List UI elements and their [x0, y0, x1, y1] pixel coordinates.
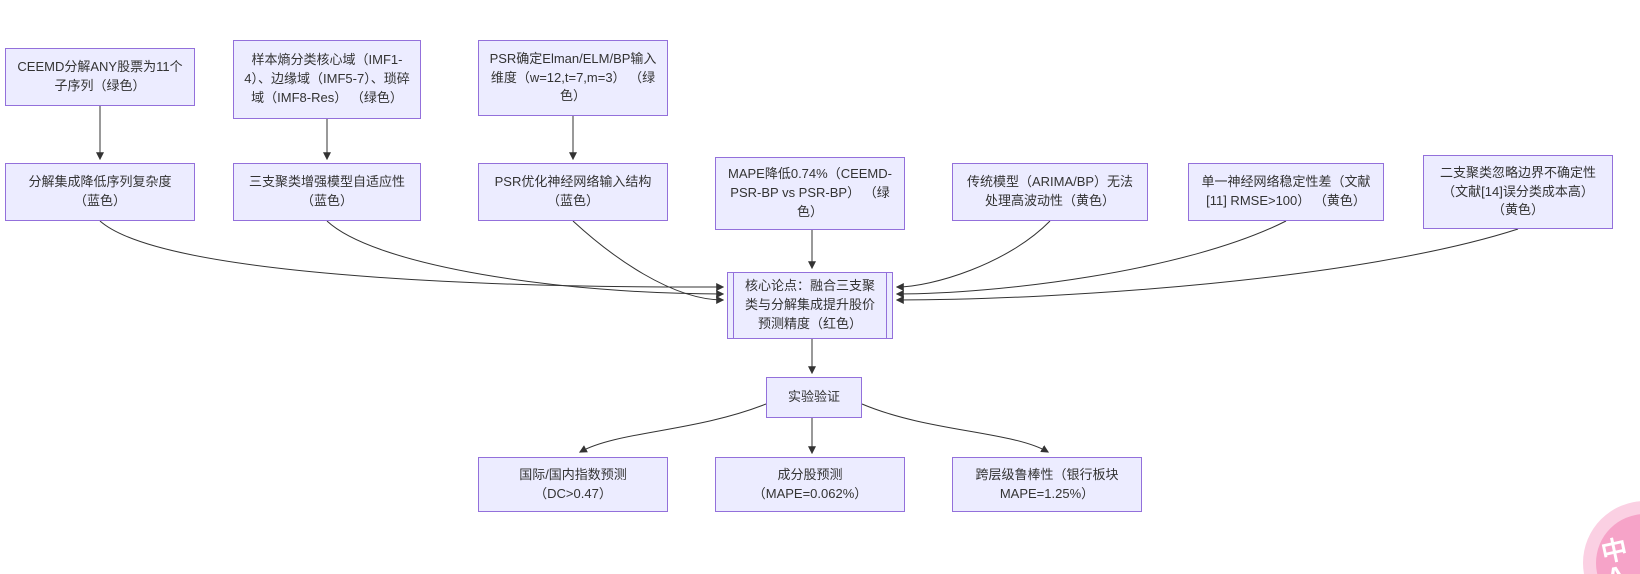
node-label: 国际/国内指数预测（DC>0.47） [519, 466, 627, 501]
node-label: MAPE降低0.74%（CEEMD-PSR-BP vs PSR-BP） （绿色） [728, 166, 892, 219]
edge-experiment-robust [861, 403, 1050, 453]
node-label: 跨层级鲁棒性（银行板块MAPE=1.25%） [975, 466, 1119, 501]
node-label: 分解集成降低序列复杂度（蓝色） [28, 174, 172, 208]
node-three-way-clustering: 三支聚类增强模型自适应性（蓝色） [233, 163, 421, 221]
node-label: CEEMD分解ANY股票为11个子序列（绿色） [17, 59, 183, 93]
node-label: 实验验证 [787, 389, 840, 405]
node-traditional-model: 传统模型（ARIMA/BP）无法处理高波动性（黄色） [952, 163, 1148, 221]
node-label: 三支聚类增强模型自适应性（蓝色） [248, 174, 405, 208]
node-experiment-validation: 实验验证 [766, 377, 862, 418]
edge-threeway-core [326, 220, 725, 298]
node-psr-dimension: PSR确定Elman/ELM/BP输入维度（w=12,t=7,m=3） （绿色） [478, 40, 668, 116]
node-core-thesis: 核心论点：融合三支聚类与分解集成提升股价预测精度（红色） [727, 272, 893, 339]
node-label: 二支聚类忽略边界不确定性（文献[14]误分类成本高）（黄色） [1439, 164, 1596, 218]
node-label: 单一神经网络稳定性差（文献[11] RMSE>100） （黄色） [1201, 174, 1371, 208]
node-index-prediction: 国际/国内指数预测（DC>0.47） [478, 457, 668, 512]
edge-decomp-core [99, 220, 725, 292]
edge-experiment-index [578, 403, 767, 453]
node-label: 成分股预测（MAPE=0.062%） [752, 466, 868, 501]
node-label: 样本熵分类核心域（IMF1-4）、边缘域（IMF5-7）、琐碎域（IMF8-Re… [244, 52, 410, 105]
edge-singlenn-core [895, 220, 1287, 298]
edge-psropt-core [572, 220, 725, 304]
node-label: PSR优化神经网络输入结构（蓝色） [494, 174, 652, 208]
edge-traditional-core [895, 220, 1051, 291]
node-psr-optimize: PSR优化神经网络输入结构（蓝色） [478, 163, 668, 221]
node-label: 核心论点：融合三支聚类与分解集成提升股价预测精度（红色） [744, 278, 875, 331]
node-ceemd-decompose: CEEMD分解ANY股票为11个子序列（绿色） [5, 48, 195, 106]
node-sample-entropy: 样本熵分类核心域（IMF1-4）、边缘域（IMF5-7）、琐碎域（IMF8-Re… [233, 40, 421, 119]
node-stock-prediction: 成分股预测（MAPE=0.062%） [715, 457, 905, 512]
edge-twoway-core [895, 228, 1519, 304]
node-label: PSR确定Elman/ELM/BP输入维度（w=12,t=7,m=3） （绿色） [489, 50, 657, 104]
node-decompose-ensemble: 分解集成降低序列复杂度（蓝色） [5, 163, 195, 221]
node-two-way-clustering: 二支聚类忽略边界不确定性（文献[14]误分类成本高）（黄色） [1423, 155, 1613, 229]
node-single-nn: 单一神经网络稳定性差（文献[11] RMSE>100） （黄色） [1188, 163, 1384, 221]
node-robustness: 跨层级鲁棒性（银行板块MAPE=1.25%） [952, 457, 1142, 512]
watermark-badge-text: 中A [1598, 533, 1631, 574]
node-mape-reduction: MAPE降低0.74%（CEEMD-PSR-BP vs PSR-BP） （绿色） [715, 157, 905, 230]
node-label: 传统模型（ARIMA/BP）无法处理高波动性（黄色） [966, 174, 1134, 208]
